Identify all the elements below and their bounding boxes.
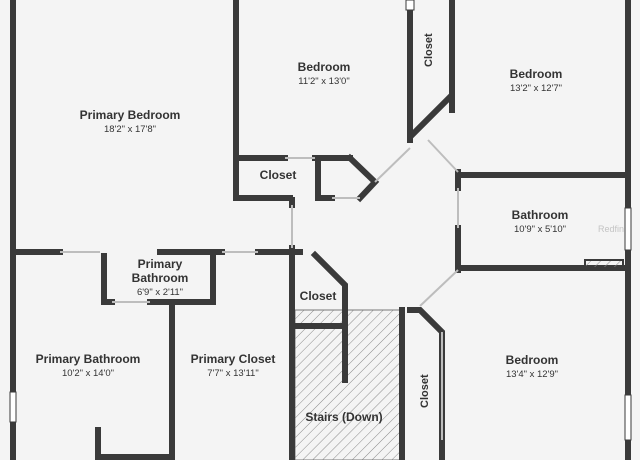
room-bathroom: Bathroom 10'9" x 5'10" [480,208,600,236]
room-bedroom-bottom-right: Bedroom 13'4" x 12'9" [474,353,590,381]
room-dims: 18'2" x 17'8" [103,123,157,135]
room-dims: 10'2" x 14'0" [61,367,115,379]
room-name: Bedroom [505,353,559,367]
room-name: Closet [423,33,435,67]
vent-fixture [584,259,624,269]
room-name: Closet [299,289,337,303]
room-name: Closet [259,168,297,182]
room-name: Stairs (Down) [305,410,383,424]
room-closet-bottom-vertical: Closet [419,374,431,408]
room-name: Primary Bedroom [79,108,181,122]
hall-lines [60,139,459,440]
room-dims: 11'2" x 13'0" [298,75,350,87]
room-bedroom-top-right: Bedroom 13'2" x 12'7" [478,67,594,95]
room-bedroom-top: Bedroom 11'2" x 13'0" [262,60,386,88]
room-primary-bathroom: Primary Bathroom 10'2" x 14'0" [20,352,156,380]
room-closet-top-vertical: Closet [423,33,435,67]
room-dims: 13'4" x 12'9" [505,368,559,380]
room-closet-top-center: Closet [242,168,314,183]
room-name: Bedroom [297,60,351,74]
room-name: Closet [419,374,431,408]
watermark: Redfin [598,224,625,234]
room-primary-bedroom: Primary Bedroom 18'2" x 17'8" [60,108,200,136]
room-stairs: Stairs (Down) [296,410,392,425]
room-name: Bedroom [509,67,563,81]
room-name: Primary Bathroom [131,257,189,285]
room-dims: 10'9" x 5'10" [513,223,567,235]
room-name: Bathroom [511,208,569,222]
room-primary-closet: Primary Closet 7'7" x 13'11" [180,352,286,380]
room-dims: 6'9" x 2'11" [136,286,184,298]
room-closet-mid: Closet [296,289,340,304]
room-name: Primary Bathroom [35,352,141,366]
room-name: Primary Closet [190,352,276,366]
room-dims: 7'7" x 13'11" [207,367,259,379]
room-primary-bathroom-small: Primary Bathroom 6'9" x 2'11" [112,257,208,299]
windows [9,0,632,441]
room-dims: 13'2" x 12'7" [509,82,563,94]
